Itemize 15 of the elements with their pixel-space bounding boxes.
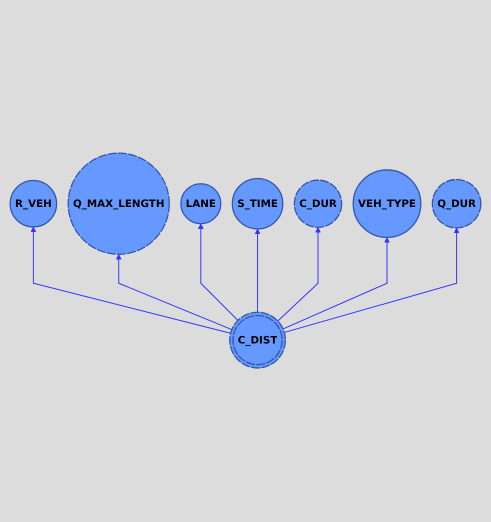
arrow — [284, 228, 460, 334]
arrow — [254, 229, 260, 314]
node-circle: VEH_TYPE — [352, 170, 422, 239]
node-circle: C_DUR — [294, 180, 342, 228]
arrow — [198, 224, 238, 322]
node-circle: LANE — [180, 184, 222, 225]
arrow — [116, 254, 232, 330]
node-circle: Q_MAX_LENGTH — [68, 152, 170, 256]
node-circle: R_VEH — [10, 180, 58, 228]
node-circle: C_DIST — [229, 312, 286, 370]
arrow — [30, 227, 232, 334]
node-circle: Q_DUR — [432, 179, 482, 230]
arrow — [282, 238, 390, 330]
arrow — [277, 228, 321, 322]
node-circle: S_TIME — [232, 178, 284, 230]
